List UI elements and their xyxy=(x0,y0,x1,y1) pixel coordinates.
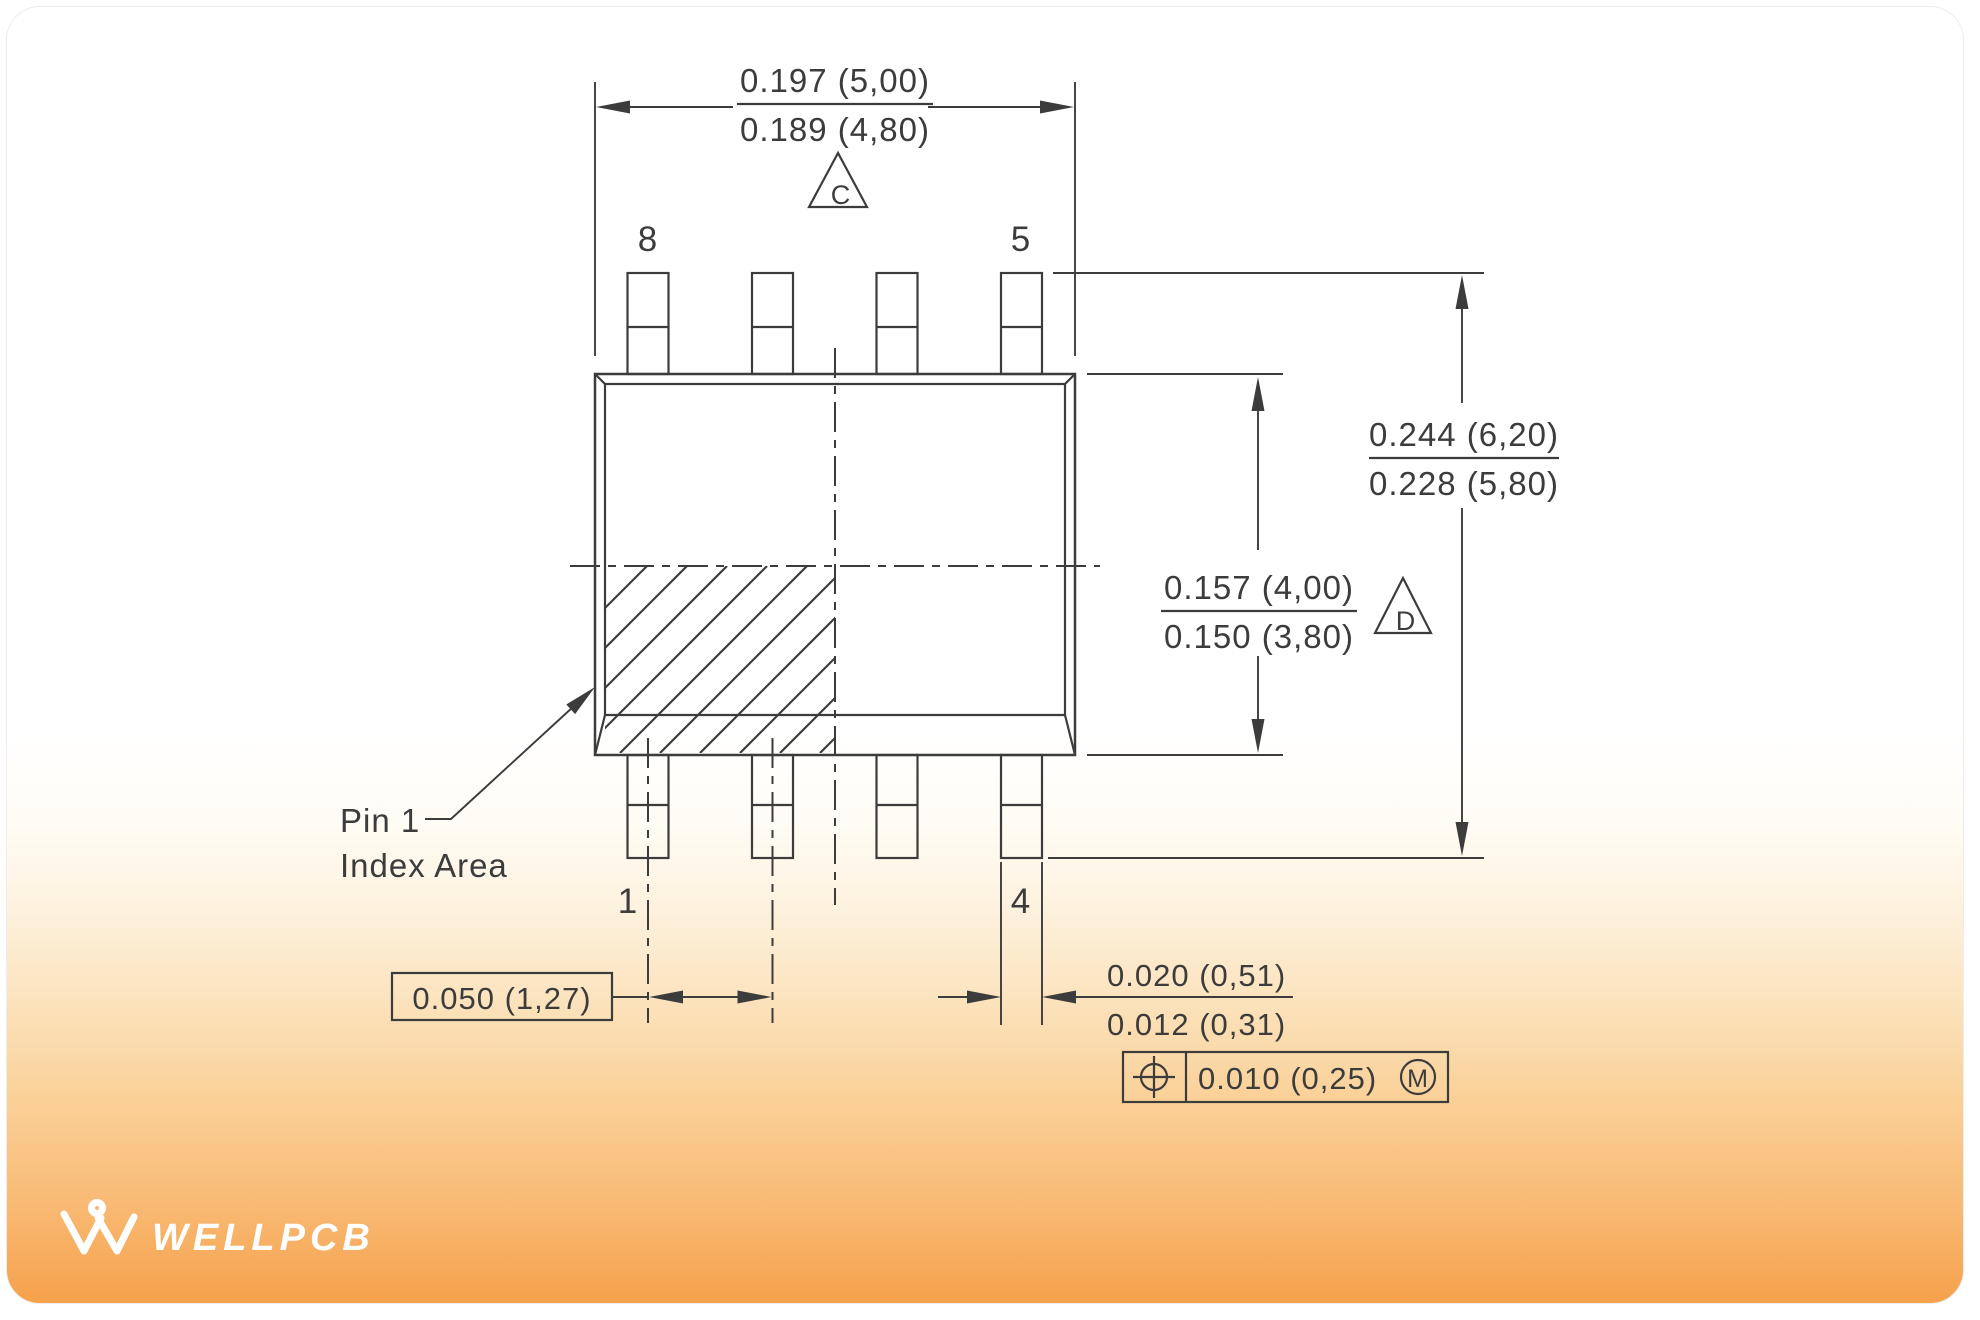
pin-label-8: 8 xyxy=(638,220,658,259)
pin-label-5: 5 xyxy=(1011,220,1031,259)
arrowhead-up xyxy=(1455,275,1469,309)
arrowhead-right xyxy=(967,990,1001,1004)
bevel-bottom-right xyxy=(1063,714,1077,756)
arrowhead-right xyxy=(1040,100,1074,114)
bevel-bottom-left xyxy=(593,714,607,756)
dim-body-max: 0.157 (4,00) xyxy=(1164,569,1354,606)
revision-flag-d-label: D xyxy=(1396,606,1417,636)
pin1-note-line1: Pin 1 xyxy=(340,802,420,839)
arrowhead-left xyxy=(649,990,683,1004)
revision-flag-c-label: C xyxy=(831,180,852,210)
dim-overall-max: 0.244 (6,20) xyxy=(1369,416,1559,453)
arrowhead-down xyxy=(1251,719,1265,753)
mmc-modifier-icon: M xyxy=(1399,1058,1437,1096)
pin-label-1: 1 xyxy=(618,882,638,921)
top-pins xyxy=(626,271,1044,376)
revision-triangle-c xyxy=(807,150,869,209)
pin-4 xyxy=(999,753,1044,860)
fcf-tolerance: 0.010 (0,25) xyxy=(1198,1061,1377,1096)
arrowhead-left xyxy=(1042,990,1076,1004)
arrowhead-down xyxy=(1455,822,1469,856)
revision-triangle-d xyxy=(1373,575,1433,635)
true-position-icon xyxy=(1133,1056,1175,1098)
pin-6 xyxy=(875,271,919,376)
dim-top-max: 0.197 (5,00) xyxy=(740,62,930,99)
extension-lines xyxy=(594,82,1484,1025)
dimension-top-width: 0.197 (5,00) 0.189 (4,80) C xyxy=(596,62,1074,210)
wellpcb-logo: WELLPCB xyxy=(60,1199,375,1259)
dim-top-min: 0.189 (4,80) xyxy=(740,111,930,148)
pin1-index-hatch xyxy=(605,566,835,753)
leader-arrowhead xyxy=(566,687,595,715)
arrowhead-up xyxy=(1251,377,1265,411)
feature-control-frame: 0.010 (0,25) M xyxy=(1121,1050,1450,1104)
center-lines xyxy=(570,348,1100,1023)
leader-line xyxy=(425,694,587,820)
bevel-top-right xyxy=(1064,373,1076,385)
wellpcb-logo-icon xyxy=(60,1199,138,1255)
dimension-pitch: 0.050 (1,27) xyxy=(390,971,772,1022)
dim-overall-min: 0.228 (5,80) xyxy=(1369,465,1559,502)
dim-pitch-value: 0.050 (1,27) xyxy=(412,981,591,1016)
dim-body-min: 0.150 (3,80) xyxy=(1164,618,1354,655)
pin-label-4: 4 xyxy=(1011,882,1031,921)
pin-8 xyxy=(626,271,670,376)
dim-lead-min: 0.012 (0,31) xyxy=(1107,1007,1286,1042)
fcf-box xyxy=(1121,1050,1450,1104)
pin1-note-line2: Index Area xyxy=(340,847,508,884)
drawing-card xyxy=(6,6,1964,1304)
pin-7 xyxy=(750,271,795,376)
dimension-lead-width: 0.020 (0,51) 0.012 (0,31) xyxy=(938,958,1293,1042)
pin1-index-note: Pin 1 Index Area xyxy=(340,687,595,884)
dimension-body-width: 0.157 (4,00) 0.150 (3,80) D xyxy=(1161,377,1433,753)
wellpcb-logo-text: WELLPCB xyxy=(152,1217,375,1259)
arrowhead-right xyxy=(737,990,772,1004)
pin-3 xyxy=(875,753,919,860)
dim-lead-max: 0.020 (0,51) xyxy=(1107,958,1286,993)
mmc-letter: M xyxy=(1407,1065,1429,1093)
pin-5 xyxy=(999,271,1044,376)
bevel-top-left xyxy=(594,373,606,385)
arrowhead-left xyxy=(596,100,630,114)
dimension-overall-span: 0.244 (6,20) 0.228 (5,80) xyxy=(1369,275,1559,856)
